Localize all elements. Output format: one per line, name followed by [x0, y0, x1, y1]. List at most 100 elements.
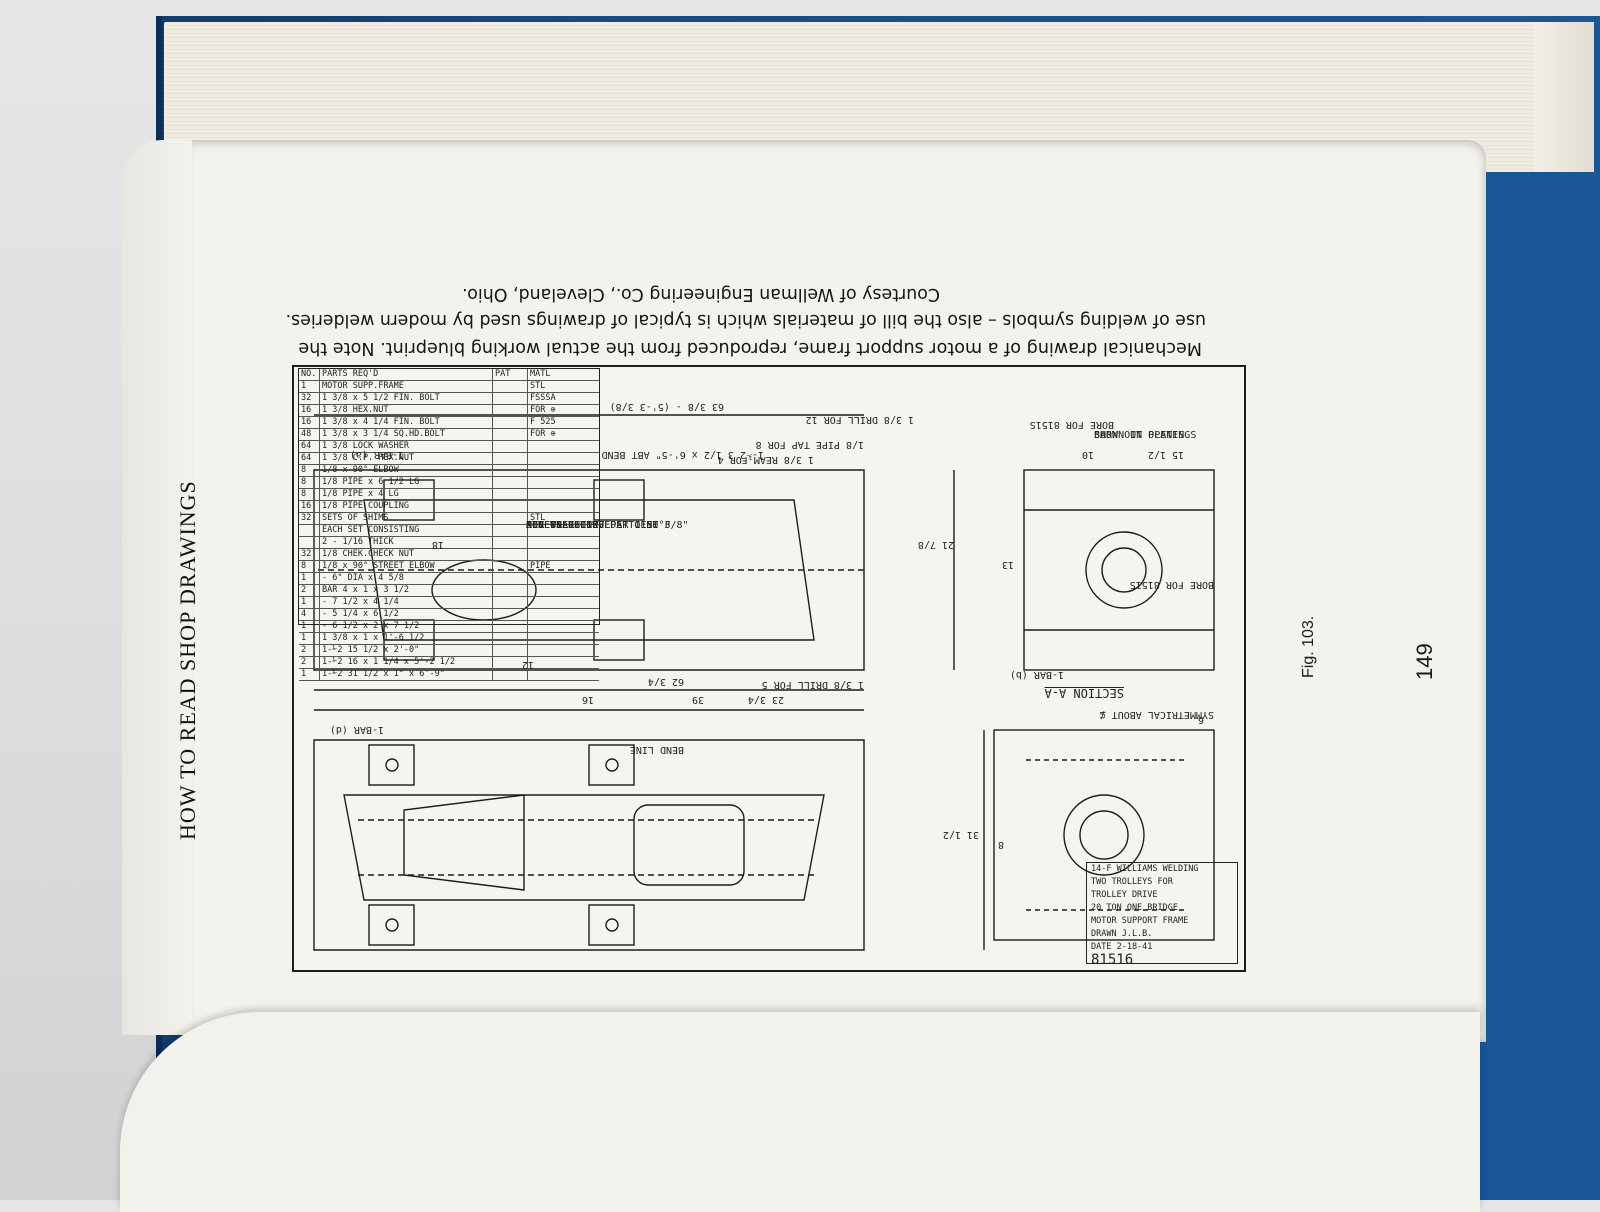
- bom-cell: 48: [299, 429, 320, 440]
- dim-16: 16: [581, 694, 594, 705]
- bom-cell: 1/8 PIPE x 6 1/2 LG: [320, 477, 493, 488]
- figure-label: Fig. 103.: [1300, 615, 1317, 678]
- bom-cell: 8: [299, 477, 320, 488]
- bom-cell: [528, 657, 582, 668]
- bom-cell: 16: [299, 405, 320, 416]
- bom-cell: [528, 633, 582, 644]
- bom-cell: 2: [299, 657, 320, 668]
- bom-header: NO. PARTS REQ'D PAT NO. MATL: [299, 369, 599, 381]
- bom-cell: - 5 1/4 x 6 1/2: [320, 609, 493, 620]
- section-label: SECTION A-A: [1044, 686, 1124, 700]
- bom-cell: [493, 381, 528, 392]
- title-block-client: 14-F WILLIAMS WELDING: [1091, 864, 1199, 874]
- bom-cell: 1 3/8 LOCK WASHER: [320, 441, 493, 452]
- bom-cell: [493, 609, 528, 620]
- bom-cell: 1: [299, 669, 320, 680]
- bom-cell: 2: [299, 585, 320, 596]
- bom-row: 2 - 1/16 THICK: [299, 537, 599, 549]
- dim-10: 10: [1081, 449, 1094, 460]
- title-block-line: TWO TROLLEYS FOR: [1091, 877, 1173, 887]
- bom-cell: [528, 549, 582, 560]
- bom-cell: [528, 453, 582, 464]
- bom-cell: [493, 621, 528, 632]
- drawing-number: 81516: [1091, 952, 1134, 968]
- bom-cell: [493, 645, 528, 656]
- bom-cell: 1/8 PIPE x 4 LG: [320, 489, 493, 500]
- bom-cell: [528, 645, 582, 656]
- bom-cell: 1 3/8 x 5 1/2 FIN. BOLT: [320, 393, 493, 404]
- bom-cell: [493, 525, 528, 536]
- dim-15: 15 1/2: [1147, 449, 1184, 460]
- label-ibar-b: 1-BAR (b): [1009, 669, 1064, 680]
- bom-cell: 1: [299, 573, 320, 584]
- bom-cell: 8: [299, 561, 320, 572]
- bom-cell: [528, 501, 582, 512]
- bom-cell: [493, 561, 528, 572]
- label-drill-2: 1 3/8 DRILL FOR 5: [761, 679, 864, 690]
- bom-cell: [493, 477, 528, 488]
- bom-col-parts: PARTS REQ'D: [320, 369, 493, 380]
- label-symmetrical: SYMMETRICAL ABOUT ⊈: [1099, 709, 1214, 720]
- bom-cell: [528, 477, 582, 488]
- bom-cell: STL: [530, 381, 546, 391]
- bom-cell: - 6" DIA x 4 5/8: [320, 573, 493, 584]
- bom-cell: [299, 537, 320, 548]
- bom-cell: SETS OF SHIMS: [320, 513, 493, 524]
- title-block: 14-F WILLIAMS WELDING TWO TROLLEYS FOR T…: [1086, 862, 1238, 968]
- bom-cell: [493, 669, 528, 680]
- title-block-line: DRAWN J.L.B.: [1091, 929, 1153, 939]
- facing-page-curl: [120, 1012, 1480, 1212]
- bom-cell: 1/8 PIPE COUPLING: [320, 501, 493, 512]
- label-drill-1: 1 3/8 DRILL FOR 12: [805, 414, 914, 425]
- bom-cell: [493, 597, 528, 608]
- bom-cell: 1/8 CHEK.CHECK NUT: [320, 549, 493, 560]
- bom-cell: 64: [299, 441, 320, 452]
- bom-cell: 1: [299, 621, 320, 632]
- label-bore-2: BORE FOR 8151S: [1029, 419, 1114, 430]
- bom-cell: [493, 429, 528, 440]
- bom-cell: BAR 4 x 1 x 3 1/2: [320, 585, 493, 596]
- label-ibar-d: 1-BAR (d): [329, 724, 384, 735]
- dim-12: 12: [521, 659, 534, 670]
- bom-cell: 32: [299, 513, 320, 524]
- bom-cell: 4: [299, 609, 320, 620]
- dim-8: 8: [997, 839, 1004, 850]
- bom-cell: [493, 417, 528, 428]
- bom-cell: [493, 501, 528, 512]
- bom-cell: [493, 465, 528, 476]
- label-ibar-a: 1-BAR (a): [349, 449, 404, 460]
- label-pipe-tap: 1/8 PIPE TAP FOR 8: [755, 439, 864, 450]
- bom-cell: [493, 633, 528, 644]
- caption-line-1: Mechanical drawing of a motor support fr…: [298, 338, 1202, 358]
- bom-row: 1- 6" DIA x 4 5/8: [299, 573, 599, 585]
- bom-cell: 1-⅟2 16 x 1 1/4 x 5'-2 1/2: [320, 657, 493, 668]
- bom-cell: [528, 597, 582, 608]
- bom-cell: [528, 465, 582, 476]
- bom-cell: 1 3/8 C.P. HEX.NUT: [320, 453, 493, 464]
- bom-cell: 2: [299, 645, 320, 656]
- page-stack-edge: [1534, 22, 1594, 172]
- bom-cell: [528, 537, 582, 548]
- bom-cell: 1-⅟2 31 1/2 x 1" x 6'-9": [320, 669, 493, 680]
- bom-row: 1- 6 1/2 x 2 x 7 1/2: [299, 621, 599, 633]
- dim-18: 18: [431, 539, 444, 550]
- note-line: ALL FILLET WELDS TO BE 3/8": [526, 520, 689, 531]
- bom-cell: [528, 621, 582, 632]
- dim-63: 63 3/8 - (5'-3 3/8): [609, 401, 724, 412]
- bom-cell: [493, 405, 528, 416]
- title-block-line: TROLLEY DRIVE: [1091, 890, 1158, 900]
- bom-cell: 16: [299, 501, 320, 512]
